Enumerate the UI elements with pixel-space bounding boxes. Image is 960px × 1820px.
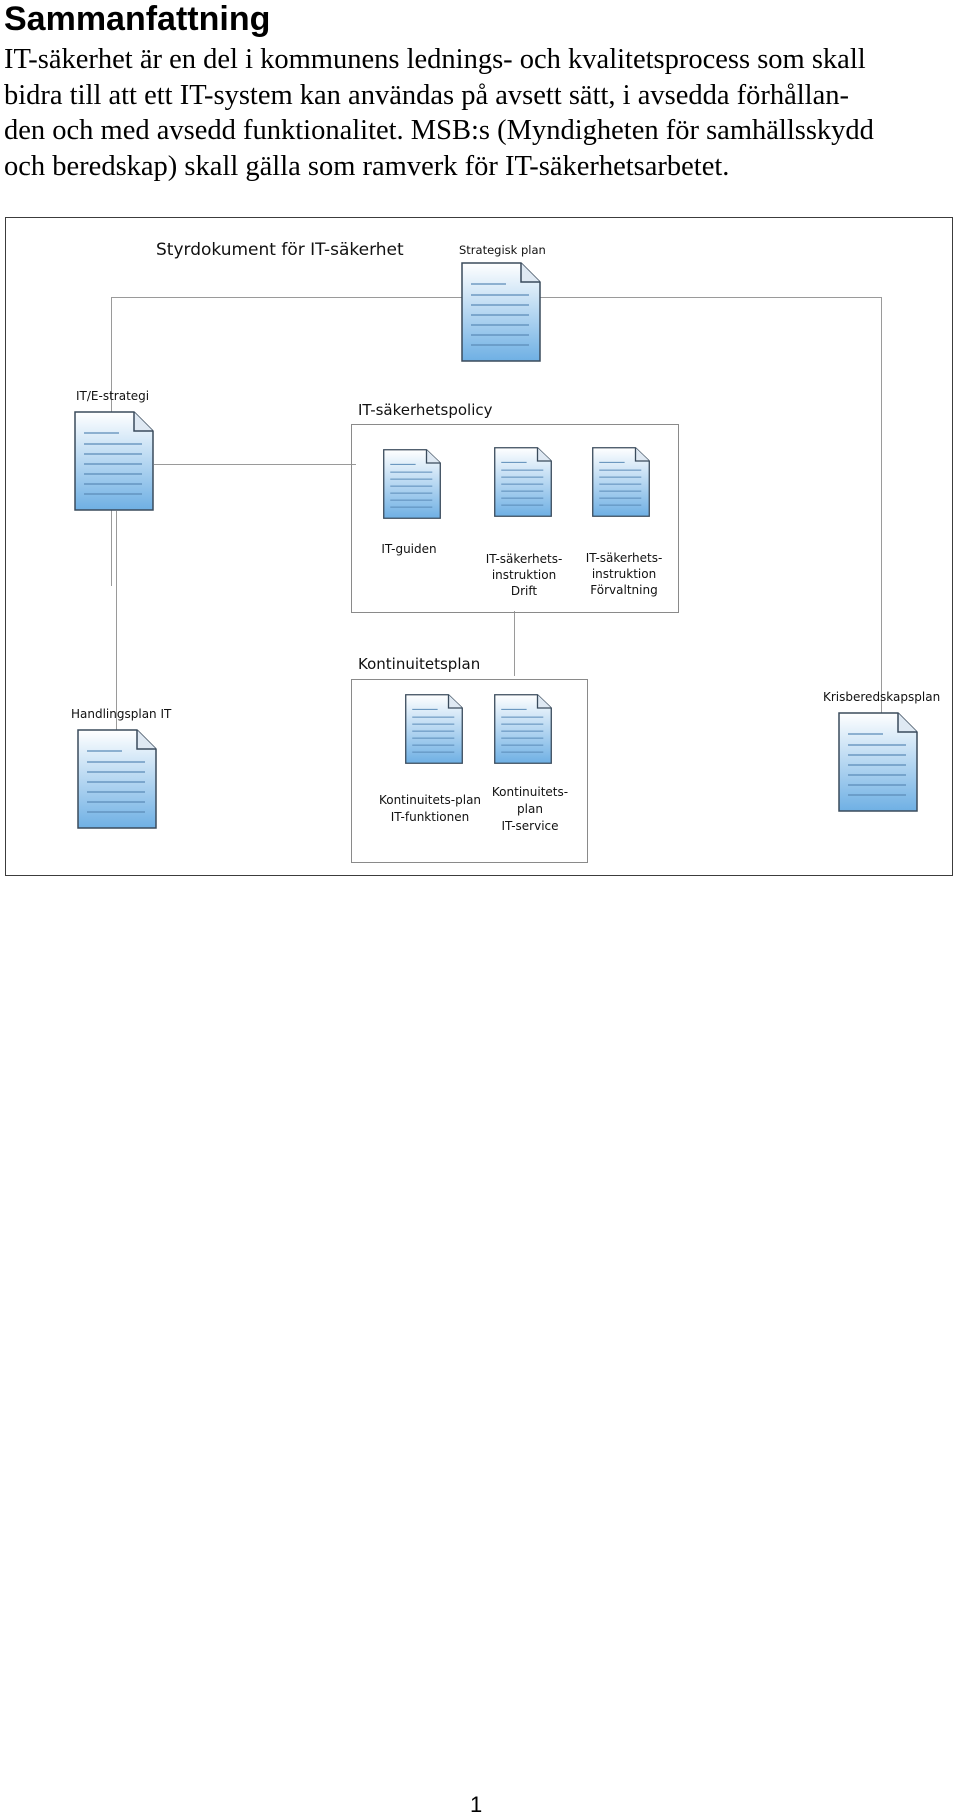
label-line: Drift [510,584,538,598]
label-line: Förvaltning [590,583,658,597]
it-e-strategy-document-icon [74,411,154,511]
continuity-plan-it-function-document-icon [405,694,463,764]
continuity-plan-it-service-document-icon [494,694,552,764]
page-number: 1 [470,1792,483,1817]
label-line: instruktion [491,568,557,582]
continuity-plan-it-function-label: Kontinuitets-plan IT-funktionen [370,792,490,826]
label-line: plan [517,802,543,816]
security-policy-group: IT-guiden IT-säkerhets- instruktion Drif… [351,424,679,613]
page-heading: Sammanfattning [4,0,271,38]
label-line: IT-service [501,819,559,833]
paragraph-line: och beredskap) skall gälla som ramverk f… [4,150,730,182]
continuity-plan-it-service-label: Kontinuitets- plan IT-service [480,784,580,835]
crisis-plan-document-icon [838,712,918,812]
label-line: Kontinuitets-plan [378,793,482,807]
connector-strategy-policy [154,464,356,465]
security-instruction-management-label: IT-säkerhets- instruktion Förvaltning [574,550,674,598]
crisis-plan-label: Krisberedskapsplan [823,690,941,704]
summary-paragraph: IT-säkerhet är en del i kommunens lednin… [4,42,956,184]
strategic-plan-document-icon [461,262,541,362]
action-plan-label: Handlingsplan IT [71,707,172,721]
paragraph-line: IT-säkerhet är en del i kommunens lednin… [4,44,866,75]
connector-strategy-action [116,511,117,753]
connector-policy-continuity [514,611,515,676]
label-line: Kontinuitets- [491,785,569,799]
diagram-title: Styrdokument för IT-säkerhet [156,240,404,260]
governance-documents-diagram: Styrdokument för IT-säkerhet Strategisk … [5,217,953,876]
paragraph-line: den och med avsedd funktionalitet. MSB:s… [4,115,874,146]
paragraph-line: bidra till att ett IT-system kan använda… [4,79,849,111]
strategic-plan-label: Strategisk plan [459,243,546,257]
continuity-plan-title: Kontinuitetsplan [358,655,481,673]
security-policy-title: IT-säkerhetspolicy [358,401,493,419]
security-instruction-management-document-icon [592,447,650,517]
security-instruction-operations-label: IT-säkerhets- instruktion Drift [474,551,574,599]
security-instruction-operations-document-icon [494,447,552,517]
it-guide-label: IT-guiden [368,541,450,557]
it-e-strategy-label: IT/E-strategi [76,389,150,403]
label-line: IT-funktionen [390,810,470,824]
action-plan-document-icon [77,729,157,829]
label-line: IT-säkerhets- [485,552,563,566]
label-line: IT-guiden [381,542,437,556]
label-line: IT-säkerhets- [585,551,663,565]
continuity-plan-group: Kontinuitets-plan IT-funktionen Kontinui… [351,679,588,863]
connector-right [881,297,882,777]
label-line: instruktion [591,567,657,581]
it-guide-document-icon [383,449,441,519]
